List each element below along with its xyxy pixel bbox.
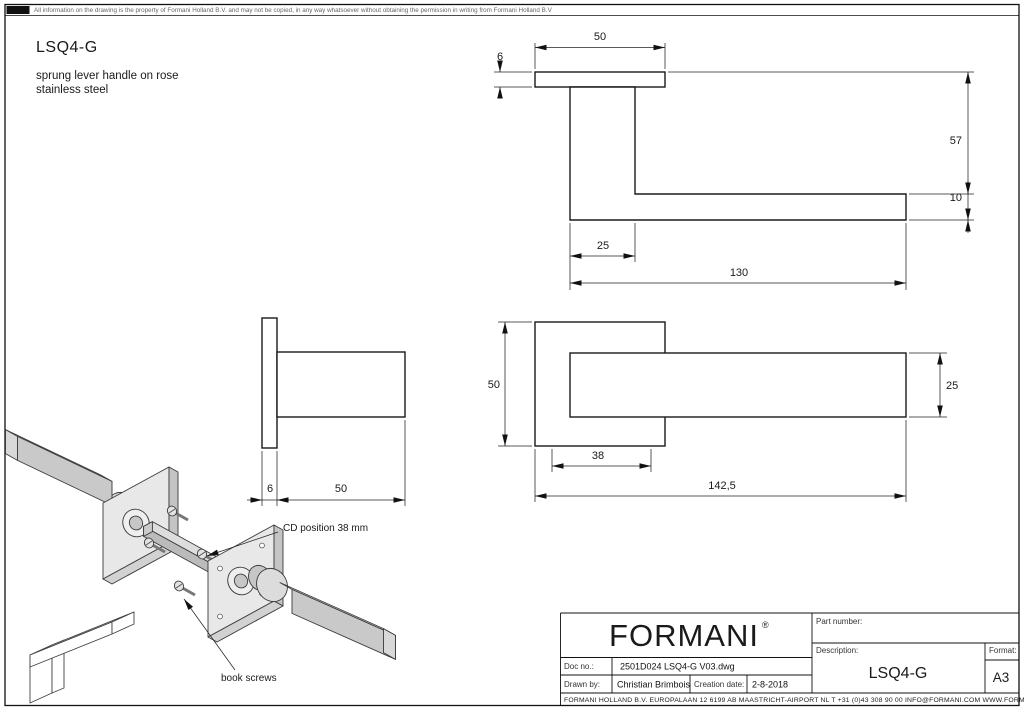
drawn-by-label: Drawn by: [564,680,600,689]
dim-rose-thickness: 6 [497,51,503,63]
dim-neck-width: 25 [597,240,609,252]
description-label: Description: [816,646,858,655]
dim-plan-rose: 50 [488,379,500,391]
disclaimer-text: All information on the drawing is the pr… [34,7,553,14]
screw [173,580,196,597]
annotation-screws-label: book screws [221,673,277,684]
dim-plan-total: 142,5 [708,480,736,492]
rose-profile [261,317,278,449]
description-value: LSQ4-G [869,665,928,682]
lever-plan [569,352,907,418]
dim-profile-thickness: 6 [267,483,273,495]
lever-handle-2 [248,564,396,660]
formani-logo: FORMANI [609,618,759,653]
part-number-label: Part number: [816,617,862,626]
drawn-by-value: Christian Brimbois [617,680,691,690]
rose-side [534,71,666,88]
view-plan: 50 25 38 142,5 [488,321,958,502]
rose-1 [102,466,179,585]
subtitle-line1: sprung lever handle on rose [36,70,179,82]
view-side-elevation: 50 6 57 10 25 130 [494,31,974,290]
doc-no-value: 2501D024 LSQ4-G V03.dwg [620,662,735,672]
dim-profile-depth: 50 [335,483,347,495]
format-value: A3 [993,670,1010,685]
disclaimer-bar: All information on the drawing is the pr… [5,6,1019,16]
dim-height: 57 [950,135,962,147]
creation-date-value: 2-8-2018 [752,680,788,690]
black-mark [6,6,30,14]
neck-profile [276,351,406,418]
screw [166,505,189,522]
view-rose-profile: 6 50 [247,317,406,506]
screw [143,537,166,554]
dim-rose-width: 50 [594,31,606,43]
dim-plan-lever: 25 [946,380,958,392]
doc-no-label: Doc no.: [564,662,594,671]
page-title: LSQ4-G [36,39,98,56]
annotation-book-screws: book screws [183,598,277,684]
handle-outline-sketch [29,611,135,704]
creation-date-label: Creation date: [694,680,744,689]
format-label: Format: [989,646,1017,655]
dim-length: 130 [730,267,748,279]
company-footer: FORMANI HOLLAND B.V. EUROPALAAN 12 6199 … [564,697,1024,704]
sheet-border [4,3,1020,707]
annotation-cd-label: CD position 38 mm [283,523,368,534]
dim-plan-cd: 38 [592,450,604,462]
title-block: FORMANI ® Part number: Doc no.: 2501D024… [560,612,1024,705]
annotation-cd-position: CD position 38 mm [206,523,368,557]
dim-lever-thickness: 10 [950,192,962,204]
lever-side [569,86,907,221]
view-exploded: CD position 38 mm book screws [5,429,396,704]
registered-mark: ® [762,620,769,630]
subtitle-line2: stainless steel [36,84,108,96]
